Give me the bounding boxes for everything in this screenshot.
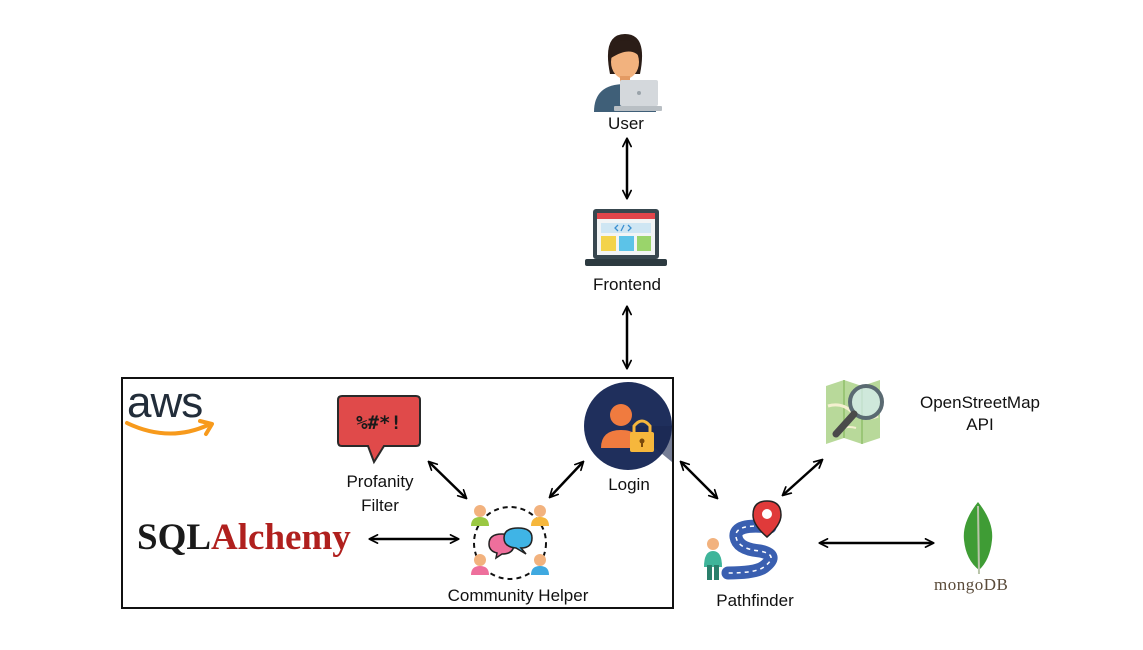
aws-smile-icon [125,419,214,436]
aws-cloud-boundary [121,377,674,609]
login-label: Login [608,475,650,494]
sqlalchemy-sql-text: SQL [137,517,212,558]
person-bottom-left-icon [471,554,489,575]
frontend-laptop-code-icon [585,209,667,266]
aws-logo-text: aws [127,378,203,427]
person-bottom-right-icon [531,554,549,575]
arrow-profanity-community [427,460,468,500]
person-top-left-icon [471,505,489,526]
pathfinder-label: Pathfinder [716,591,794,610]
arrow-login-community [548,460,585,499]
profanity-symbols-text: %#*! [356,412,402,434]
openstreetmap-label-line1: OpenStreetMap [919,393,1040,412]
profanity-label-line1: Profanity [346,472,414,491]
person-top-right-icon [531,505,549,526]
profanity-speech-bubble-icon: %#*! [337,395,421,465]
sqlalchemy-alchemy-text: Alchemy [211,517,351,558]
user-at-laptop-icon [594,34,662,112]
community-helper-chat-icon [471,505,549,580]
arrow-osm-pathfinder [781,458,824,497]
openstreetmap-label-line2: API [966,415,994,434]
community-helper-label: Community Helper [447,586,589,605]
mongodb-leaf-icon [963,502,993,575]
arrow-login-pathfinder [679,460,719,500]
user-label: User [608,114,644,133]
pathfinder-route-icon [704,500,782,580]
profanity-label-line2: Filter [361,496,399,515]
openstreetmap-magnifier-icon [826,380,884,444]
mongodb-logo-text: mongoDB [934,575,1009,594]
login-lock-user-icon [584,382,672,470]
frontend-label: Frontend [592,275,662,294]
sqlalchemy-logo: SQLAlchemy [137,516,351,559]
